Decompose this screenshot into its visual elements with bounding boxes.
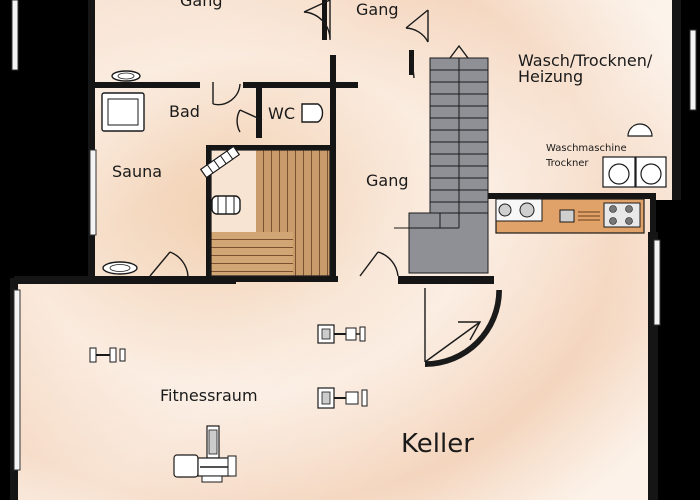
room-label-gang-top: Gang <box>356 0 399 19</box>
appliance-label-dryer: Trockner <box>545 158 589 169</box>
room-label-sauna: Sauna <box>112 162 162 181</box>
appliance-label-washer: Waschmaschine <box>546 143 627 154</box>
kitchen-counter <box>495 198 645 234</box>
plan-title: Keller <box>401 429 474 459</box>
room-label-heizung: Heizung <box>518 67 583 86</box>
laundry-appliances <box>602 123 667 188</box>
room-labels: Gang Gang Wasch/Trocknen/ Heizung Bad WC… <box>112 0 653 459</box>
staircase <box>394 44 489 274</box>
exercise-bike-icon <box>317 324 366 344</box>
room-label-fitness: Fitnessraum <box>160 386 258 405</box>
rowing-machine-icon <box>317 387 368 409</box>
room-label-gang-top-left: Gang <box>180 0 223 10</box>
windows <box>11 0 697 471</box>
sauna-furniture <box>199 145 241 215</box>
doors <box>149 0 502 367</box>
room-label-wc: WC <box>268 104 295 123</box>
weight-machine-icon <box>173 425 237 483</box>
interior-walls <box>95 0 414 277</box>
fitness-equipment <box>89 324 368 483</box>
bath-fixtures <box>101 70 324 275</box>
room-label-bad: Bad <box>169 102 200 121</box>
dumbbell-icon <box>89 347 126 363</box>
room-label-wasch: Wasch/Trocknen/ <box>518 51 653 70</box>
room-label-gang-center: Gang <box>366 171 409 190</box>
floor-area <box>16 0 672 500</box>
